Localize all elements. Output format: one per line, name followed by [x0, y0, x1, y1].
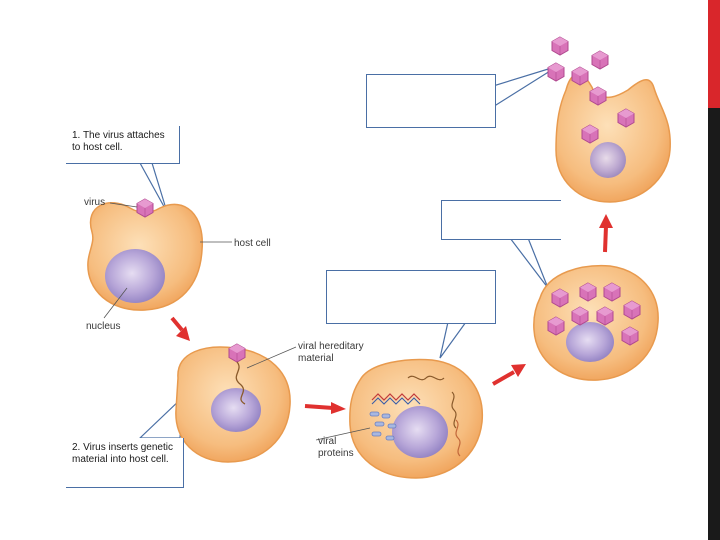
virus-particle	[228, 343, 246, 363]
host-cell-2	[175, 343, 291, 463]
virus-particle	[596, 306, 614, 326]
virus-particle	[581, 124, 599, 144]
step-1-caption: 1. The virus attaches to host cell.	[66, 126, 180, 164]
host-cell-4	[533, 264, 659, 381]
virus-particle	[571, 66, 589, 86]
step-2-caption: 2. Virus inserts genetic material into h…	[66, 438, 184, 488]
arrow-4-to-5	[603, 225, 608, 253]
arrow-head-1	[176, 326, 190, 341]
host-cell-3	[349, 358, 483, 479]
viral-genetic-strand	[451, 391, 457, 429]
viral-genetic-strand	[235, 361, 246, 405]
callout-3-pointer	[439, 321, 468, 359]
virus-particle	[547, 62, 565, 82]
step-5-caption	[366, 74, 496, 128]
slide-edge-bar	[708, 0, 720, 540]
slide-edge-accent	[708, 0, 720, 108]
host-cell-label: host cell	[234, 238, 271, 249]
nucleus-5	[590, 142, 626, 178]
virus-particle	[579, 282, 597, 302]
virus-particle	[621, 326, 639, 346]
nucleus-2	[211, 388, 261, 432]
virus-particle	[623, 300, 641, 320]
nucleus-label: nucleus	[86, 321, 120, 332]
viral-genetic-strand	[371, 393, 421, 401]
viral-hereditary-label: viral hereditary	[298, 341, 364, 352]
viral-proteins-leader	[315, 427, 371, 441]
virus-particle	[591, 50, 609, 70]
arrow-1-to-2	[170, 316, 184, 332]
viral-hereditary-label-2: material	[298, 353, 334, 364]
virus-particle	[589, 86, 607, 106]
nucleus-leader	[103, 287, 128, 319]
viral-genetic-strand	[407, 375, 445, 381]
arrow-head-3	[511, 364, 526, 377]
virus-particle	[551, 288, 569, 308]
callout-4-pointer	[508, 237, 549, 289]
virus-particle	[603, 282, 621, 302]
virus-particle	[617, 108, 635, 128]
arrow-2-to-3	[304, 404, 334, 410]
step-4-caption	[441, 200, 561, 240]
arrow-head-2	[331, 402, 346, 414]
process-arrows	[170, 214, 613, 414]
host-cell-5	[547, 36, 671, 203]
nucleus-4	[566, 322, 614, 362]
virus-particle	[551, 36, 569, 56]
viral-hereditary-leader	[246, 346, 297, 369]
virus-label: virus	[84, 197, 105, 208]
nucleus-1	[105, 249, 165, 303]
virus-particle	[571, 306, 589, 326]
arrow-head-4	[599, 214, 613, 228]
viral-proteins-label-2: proteins	[318, 448, 354, 459]
virus-particle	[136, 198, 154, 218]
viral-genetic-strand	[371, 397, 421, 405]
virus-particle	[547, 316, 565, 336]
nucleus-3	[392, 406, 448, 458]
virus-leader	[109, 202, 138, 208]
viral-protein-segments	[369, 411, 397, 441]
arrow-3-to-4	[492, 370, 515, 386]
viral-proteins-label: viral	[318, 436, 336, 447]
step-3-caption	[326, 270, 496, 324]
host-cell-1	[87, 198, 203, 311]
viral-genetic-strand	[455, 419, 461, 457]
